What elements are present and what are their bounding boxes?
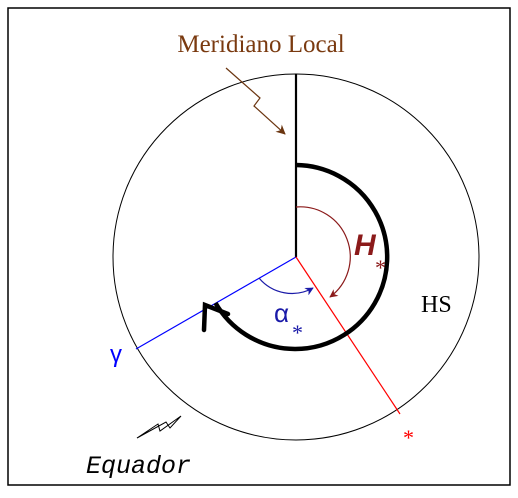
frame bbox=[7, 7, 511, 486]
right-ascension-arc bbox=[258, 277, 314, 296]
star-label: * bbox=[403, 425, 414, 450]
hour-angle-label: H bbox=[354, 229, 377, 262]
meridian-pointer-arrow bbox=[225, 67, 286, 135]
star-line bbox=[295, 256, 401, 415]
meridian-label: Meridiano Local bbox=[177, 31, 344, 58]
sidereal-time-label: HS bbox=[421, 292, 452, 318]
equator-label: Equador bbox=[86, 452, 191, 481]
right-ascension-subscript: * bbox=[292, 320, 303, 345]
vernal-point-label: γ bbox=[110, 341, 122, 368]
hour-angle-subscript: * bbox=[375, 255, 386, 280]
equator-pointer-arrow bbox=[136, 415, 182, 439]
hour-angle-arc bbox=[295, 206, 351, 298]
sidereal-time-arc bbox=[213, 162, 390, 352]
right-ascension-label: α bbox=[274, 298, 289, 328]
sidereal-time-arrowhead bbox=[201, 301, 231, 333]
